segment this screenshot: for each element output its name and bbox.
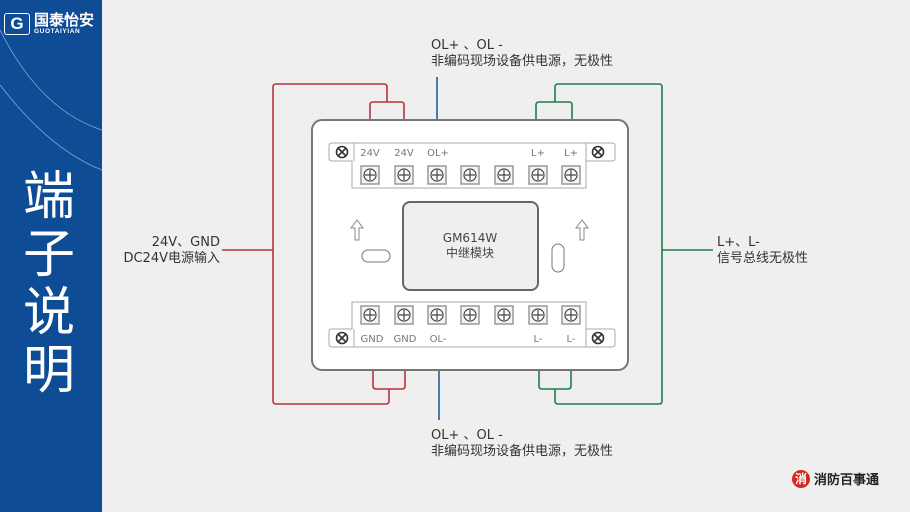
terminal-label-top: OL+ [427, 148, 449, 159]
bus-wire-top [554, 83, 663, 250]
terminal-screw-icon [528, 305, 548, 325]
logo-mark-icon: G [4, 13, 30, 35]
terminal-label-top: L+ [564, 148, 578, 159]
terminal-screw-icon [460, 165, 480, 185]
mount-screw-icon [591, 145, 605, 159]
terminal-label-bottom: OL- [430, 334, 447, 345]
sidebar: G 国泰怡安 GUOTAIYIAN 端 子 说 明 [0, 0, 102, 512]
terminal-screw-icon [427, 305, 447, 325]
mount-screw-icon [335, 331, 349, 345]
terminal-screw-icon [494, 165, 514, 185]
brand-watermark: 消 消防百事通 [792, 469, 879, 488]
terminal-label-top: 24V [394, 148, 414, 159]
right-label-line2: 信号总线无极性 [717, 251, 809, 266]
terminal-label-bottom: GND [361, 334, 384, 345]
title-char: 说 [22, 283, 75, 343]
terminal-label-top: L+ [531, 148, 545, 159]
terminal-screw-icon [394, 165, 414, 185]
terminal-label-top: 24V [360, 148, 380, 159]
bus-wire-bottom-bridge [538, 370, 572, 390]
mount-screw-icon [591, 331, 605, 345]
module-model: GM614W [443, 231, 498, 245]
terminal-label-bottom: L- [533, 334, 542, 345]
terminal-screw-icon [528, 165, 548, 185]
logo-english-name: GUOTAIYIAN [34, 28, 81, 35]
module-display [402, 201, 539, 291]
left-label-line2: DC24V电源输入 [123, 251, 220, 266]
terminal-screw-icon [360, 165, 380, 185]
title-char: 端 [22, 167, 75, 227]
top-label-line1: OL+ 、OL - [431, 38, 503, 53]
terminal-screw-icon [494, 305, 514, 325]
fire-brand-icon: 消 [792, 469, 810, 488]
module-name: 中继模块 [446, 245, 494, 260]
title-char: 子 [22, 225, 75, 285]
mount-screw-icon [335, 145, 349, 159]
bottom-label: OL+ 、OL - 非编码现场设备供电源，无极性 [431, 428, 613, 460]
terminal-screw-icon [427, 165, 447, 185]
terminal-screw-icon [394, 305, 414, 325]
top-label-line2: 非编码现场设备供电源，无极性 [431, 54, 614, 69]
power-wire-bottom-bridge [372, 370, 406, 390]
terminal-label-bottom: L- [566, 334, 575, 345]
power-wire-bottom [272, 250, 390, 405]
mounting-slot [361, 249, 391, 263]
left-label: 24V、GND DC24V电源输入 [123, 235, 220, 267]
mounting-slot [551, 243, 565, 273]
bottom-label-line2: 非编码现场设备供电源，无极性 [431, 444, 614, 459]
brand-text: 消防百事通 [814, 473, 880, 488]
title-char: 明 [22, 341, 75, 401]
logo-chinese-name: 国泰怡安 [34, 11, 95, 29]
power-wire-top [272, 83, 388, 250]
bus-wire-top-bridge [535, 101, 573, 120]
company-logo: G 国泰怡安 GUOTAIYIAN [4, 12, 94, 36]
terminal-screw-icon [561, 305, 581, 325]
terminal-screw-icon [460, 305, 480, 325]
up-arrow-icon [350, 219, 364, 241]
decorative-arcs [0, 29, 102, 171]
section-title: 端 子 说 明 [18, 168, 80, 400]
right-label: L+、L- 信号总线无极性 [717, 235, 808, 267]
terminal-screw-icon [561, 165, 581, 185]
top-label: OL+ 、OL - 非编码现场设备供电源，无极性 [431, 38, 613, 70]
bus-wire-bottom [554, 250, 663, 405]
terminal-label-bottom: GND [394, 334, 417, 345]
up-arrow-icon [575, 219, 589, 241]
left-label-line1: 24V、GND [151, 235, 220, 250]
terminal-screw-icon [360, 305, 380, 325]
right-label-line1: L+、L- [717, 235, 760, 250]
power-wire-top-bridge [369, 101, 405, 120]
bottom-label-line1: OL+ 、OL - [431, 428, 503, 443]
